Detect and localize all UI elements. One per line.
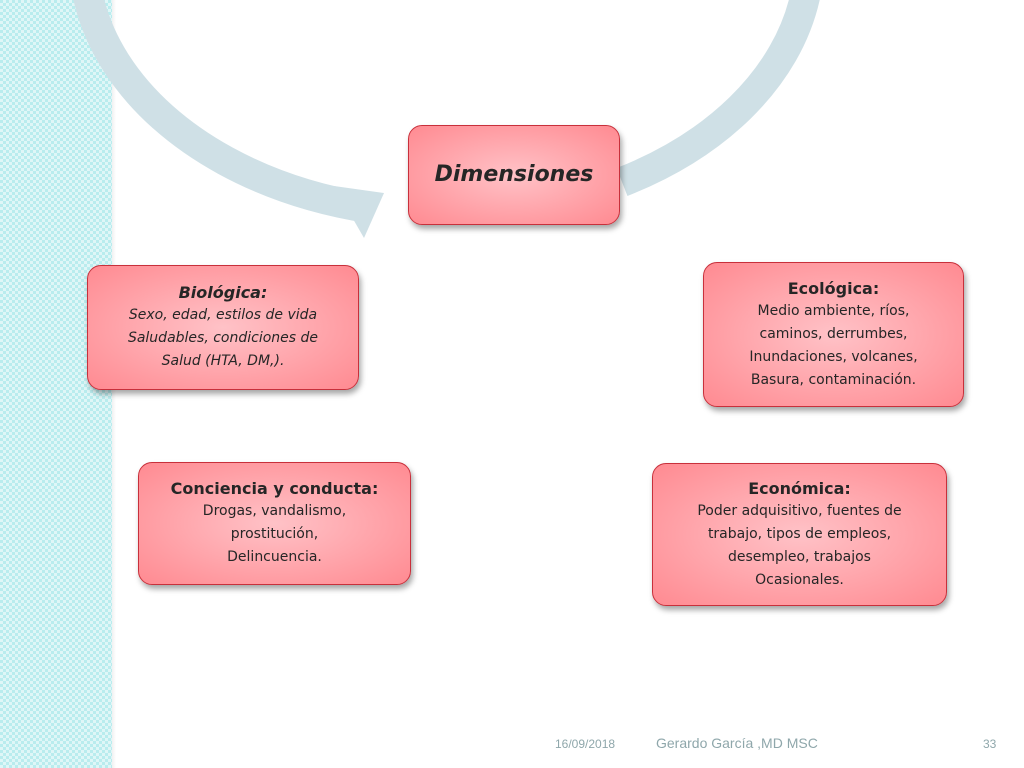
dimensiones-box: Dimensiones	[408, 125, 620, 225]
economica-line-2: trabajo, tipos de empleos,	[707, 525, 892, 542]
cycle-arrowhead	[334, 186, 384, 238]
biologica-line-3: Salud (HTA, DM,).	[161, 353, 285, 369]
footer-page-number: 33	[983, 737, 997, 751]
biologica-line-2: Saludables, condiciones de	[127, 330, 319, 346]
conciencia-line-1: Drogas, vandalismo,	[202, 503, 347, 519]
conciencia-title: Conciencia y conducta:	[170, 479, 379, 498]
biologica-line-1: Sexo, edad, estilos de vida	[128, 307, 318, 323]
ecologica-line-1: Medio ambiente, ríos,	[757, 302, 910, 319]
ecologica-line-4: Basura, contaminación.	[750, 371, 917, 388]
footer-author: Gerardo García ,MD MSC	[656, 735, 818, 751]
economica-title: Económica:	[748, 478, 851, 498]
conciencia-line-2: prostitución,	[230, 526, 319, 542]
economica-line-4: Ocasionales.	[755, 571, 844, 588]
ecologica-title: Ecológica:	[787, 278, 880, 298]
economica-line-1: Poder adquisitivo, fuentes de	[697, 502, 902, 519]
footer-date: 16/09/2018	[555, 737, 616, 751]
economica-line-3: desempleo, trabajos	[728, 548, 871, 565]
biologica-title: Biológica:	[178, 283, 268, 302]
ecologica-box: Ecológica: Medio ambiente, ríos, caminos…	[703, 262, 964, 407]
ecologica-line-3: Inundaciones, volcanes,	[749, 348, 918, 365]
biologica-box: Biológica: Sexo, edad, estilos de vida S…	[87, 265, 359, 390]
cycle-ring-arc	[73, 0, 820, 223]
conciencia-box: Conciencia y conducta: Drogas, vandalism…	[138, 462, 411, 585]
ecologica-line-2: caminos, derrumbes,	[759, 325, 908, 342]
conciencia-line-3: Delincuencia.	[227, 549, 322, 565]
economica-box: Económica: Poder adquisitivo, fuentes de…	[652, 463, 947, 606]
dimensiones-title: Dimensiones	[434, 162, 594, 187]
